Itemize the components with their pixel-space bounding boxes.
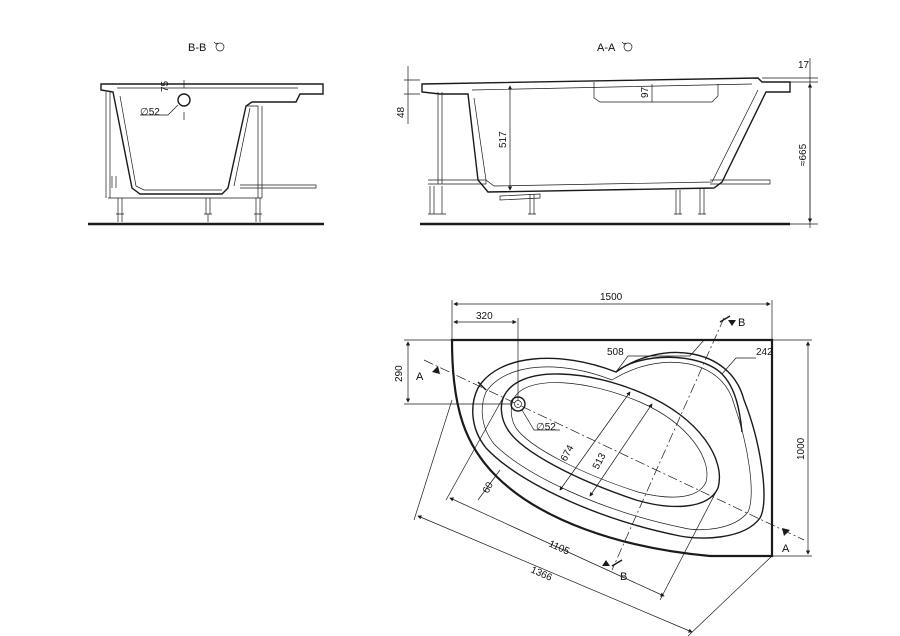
- dim-aa-665: ≈665: [798, 143, 809, 166]
- dim-aa-48: 48: [396, 106, 407, 118]
- dim-plan-1105: 1105: [547, 539, 572, 558]
- rotate-icon: [621, 41, 633, 52]
- plan-outer-rim: [450, 338, 774, 558]
- frame-aa: [428, 92, 771, 185]
- tub-bb-inner: [117, 87, 298, 191]
- tub-bb-outline: [100, 83, 324, 195]
- plan-seat: [615, 356, 743, 433]
- dim-bb-52: ∅52: [140, 107, 160, 118]
- dim-aa-17: 17: [798, 60, 810, 71]
- dim-plan-320: 320: [476, 311, 493, 322]
- dim-bb-75: 75: [160, 80, 171, 92]
- section-arrow-icon: [782, 528, 790, 536]
- section-bb-view: B-B 75 ∅52: [88, 41, 324, 226]
- dim-plan-1366: 1366: [529, 565, 554, 584]
- section-arrow-icon: [432, 366, 440, 374]
- section-aa-title: A-A: [597, 42, 616, 54]
- dim-aa-517: 517: [498, 131, 509, 148]
- dim-aa-97: 97: [640, 86, 651, 98]
- dim-plan-290: 290: [394, 365, 405, 382]
- dim-plan-1500: 1500: [600, 292, 623, 303]
- plan-basin-inner-line: [481, 361, 752, 531]
- section-bb-title: B-B: [188, 42, 206, 54]
- drain-icon: [177, 80, 191, 120]
- marker-b-top: B: [738, 317, 745, 329]
- plan-basin-outer: [472, 351, 765, 539]
- plan-view: ∅52 1500 320 290 1000 508 242 B B A A: [394, 292, 812, 636]
- legs-bb: [116, 198, 262, 222]
- section-arrow-icon: [728, 320, 736, 326]
- dim-plan-52: ∅52: [536, 422, 556, 433]
- plan-floor-oval: [500, 373, 720, 508]
- tub-aa-inner: [471, 83, 759, 187]
- dim-plan-242: 242: [756, 347, 773, 358]
- seat-recess: [593, 82, 719, 103]
- dim-plan-1000: 1000: [796, 437, 807, 460]
- legs-aa: [428, 186, 706, 215]
- dim-plan-674: 674: [559, 443, 577, 463]
- tub-aa-outline: [421, 77, 791, 193]
- rotate-icon: [213, 41, 225, 52]
- marker-b-bottom: B: [620, 571, 627, 583]
- dim-plan-508: 508: [607, 347, 624, 358]
- dim-plan-60: 60: [481, 480, 496, 495]
- dim-plan-513: 513: [591, 451, 609, 471]
- section-line-aa: [423, 359, 805, 541]
- section-arrow-icon: [602, 560, 610, 566]
- section-aa-view: A-A 48 517 97 17 ≈665: [396, 41, 818, 228]
- marker-a-left: A: [416, 371, 424, 383]
- marker-a-right: A: [782, 543, 790, 555]
- frame-bb: [105, 92, 317, 199]
